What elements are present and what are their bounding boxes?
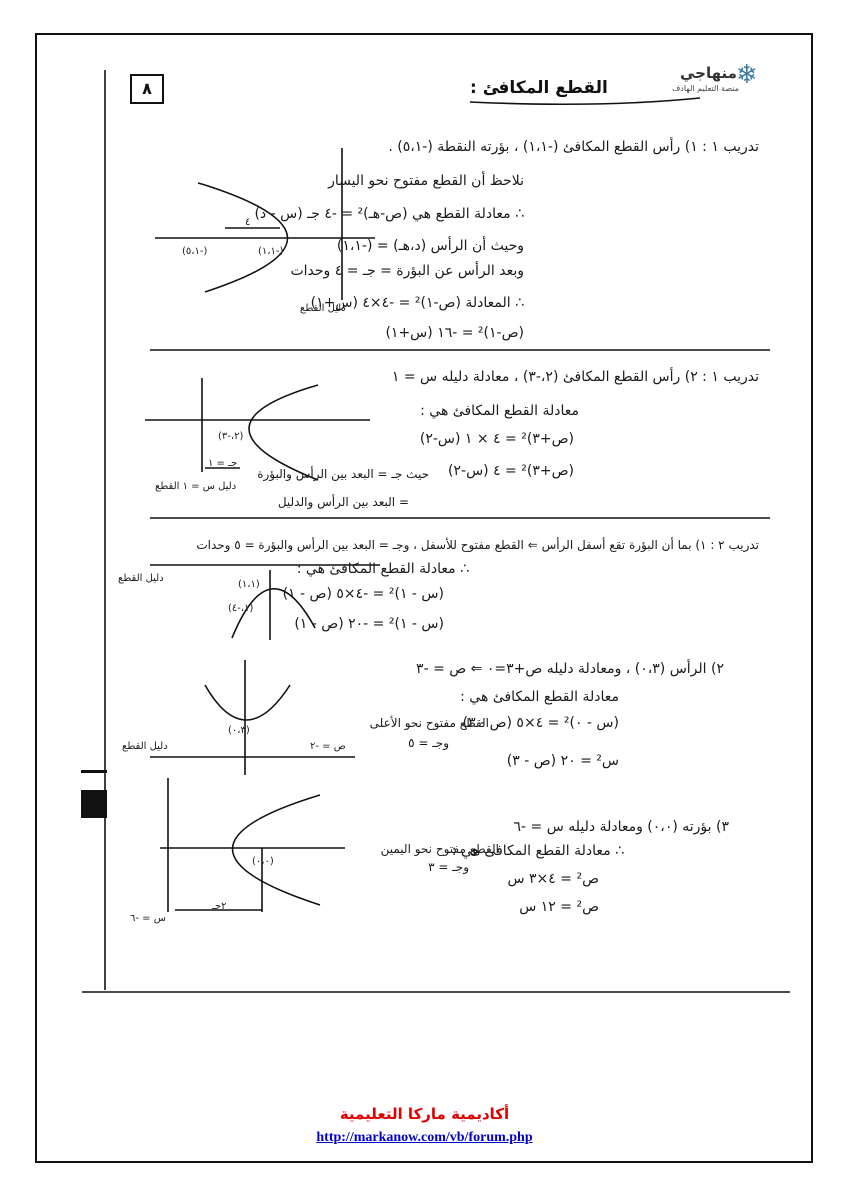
footer-url-link[interactable]: http://markanow.com/vb/forum.php <box>316 1130 533 1145</box>
page-number: ٨ <box>130 74 164 104</box>
ex2-line2: معادلة القطع المكافئ هي : <box>420 403 579 419</box>
ex3-line2: ∴ معادلة القطع المكافئ هي : <box>296 561 469 577</box>
ex1-line3: ∴ معادلة القطع هي (ص-هـ)² = -٤ جـ (س - د… <box>254 206 524 222</box>
ex5-graph-focus: (٠،٠) <box>252 856 274 867</box>
ex3-line4: (س - ١)² = -٢٠ (ص - ١) <box>294 616 444 632</box>
ex4-note1: القطع مفتوح نحو الأعلى <box>369 716 489 730</box>
ex5-line3: ص² = ٤×٣ س <box>507 871 599 887</box>
page-title: القطع المكافئ : <box>470 78 608 98</box>
ex2-graph-directrix: دليل س = ١ القطع <box>155 481 237 492</box>
ex2-graph-vertex: (٢،-٣) <box>218 431 244 442</box>
ex5-graph-directrix: س = -٦ <box>130 913 166 924</box>
ex4-graph-vertex: (٠،٣) <box>228 725 250 736</box>
ex3-line1: تدريب ٢ : ١) بما أن البؤرة تقع أسفل الرأ… <box>196 538 759 552</box>
ex3-graph-focus: (١،-٤) <box>228 603 254 614</box>
ex4-graph-directrix: دليل القطع <box>122 741 168 752</box>
ex5-line4: ص² = ١٢ س <box>519 899 599 915</box>
ex5-line2: ∴ معادلة القطع المكافئ هي : <box>451 843 624 859</box>
ex5-graph-c: ٢جـ <box>212 901 227 912</box>
margin-mark <box>81 770 107 773</box>
ex2-line4: (ص+٣)² = ٤ (س-٢) <box>448 463 574 479</box>
ex1-line6: ∴ المعادلة (ص-١)² = -٤×٤ (س+١) <box>310 295 524 311</box>
ex1-graph-focus: (-٥،١) <box>182 246 208 257</box>
ex2-line1: تدريب ١ : ٢) رأس القطع المكافئ (٢،-٣) ، … <box>391 369 759 385</box>
ex2-line5: حيث جـ = البعد بين الرأس والبؤرة <box>257 467 429 481</box>
page-frame <box>35 33 813 1163</box>
snowflake-icon: ❄ <box>736 60 758 90</box>
ex4-line1: ٢) الرأس (٠،٣) ، ومعادلة دليله ص+٣=٠ ⇐ ص… <box>416 661 724 677</box>
ex1-line2: نلاحظ أن القطع مفتوح نحو اليسار <box>328 173 524 189</box>
footer-organization: أكاديمية ماركا التعليمية <box>339 1105 510 1123</box>
ex1-graph-dist: ٤ <box>245 217 251 228</box>
ex5-note2: وجـ = ٣ <box>428 860 469 874</box>
ex1-line4: وحيث أن الرأس (د،هـ) = (-١،١) <box>336 238 524 254</box>
ex4-line3: (س - ٠)² = ٤×٥ (ص - ٣) <box>462 715 619 731</box>
ex2-graph-c: جـ = ١ <box>208 458 238 469</box>
ex5-note1: القطع مفتوح نحو اليمين <box>380 842 499 856</box>
ex1-line5: وبعد الرأس عن البؤرة = جـ = ٤ وحدات <box>290 263 524 279</box>
ex1-graph-vertex: (-١،١) <box>258 246 284 257</box>
ex4-note2: وجـ = ٥ <box>408 736 449 750</box>
ex5-line1: ٣) بؤرته (٠،٠) ومعادلة دليله س = -٦ <box>513 819 730 835</box>
ex4-graph-line-label: ص = -٢ <box>310 741 346 752</box>
ex1-graph-directrix: دليل القطع <box>300 303 346 314</box>
ex4-line4: س² = ٢٠ (ص - ٣) <box>506 753 619 769</box>
margin-block <box>81 790 107 818</box>
ex3-graph-vertex: (١،١) <box>238 579 260 590</box>
logo-name: منهاجي <box>680 64 737 82</box>
ex2-line3: (ص+٣)² = ٤ × ١ (س-٢) <box>419 431 574 447</box>
ex3-line3: (س - ١)² = -٤×٥ (ص - ١) <box>282 586 444 602</box>
logo-tagline: منصة التعليم الهادف <box>672 84 739 93</box>
ex4-line2: معادلة القطع المكافئ هي : <box>460 689 619 705</box>
ex2-line6: = البعد بين الرأس والدليل <box>277 495 409 509</box>
ex1-line7: (ص-١)² = -١٦ (س+١) <box>385 325 524 341</box>
ex3-graph-directrix: دليل القطع <box>118 573 164 584</box>
ex1-line1: تدريب ١ : ١) رأس القطع المكافئ (-١،١) ، … <box>388 139 759 155</box>
